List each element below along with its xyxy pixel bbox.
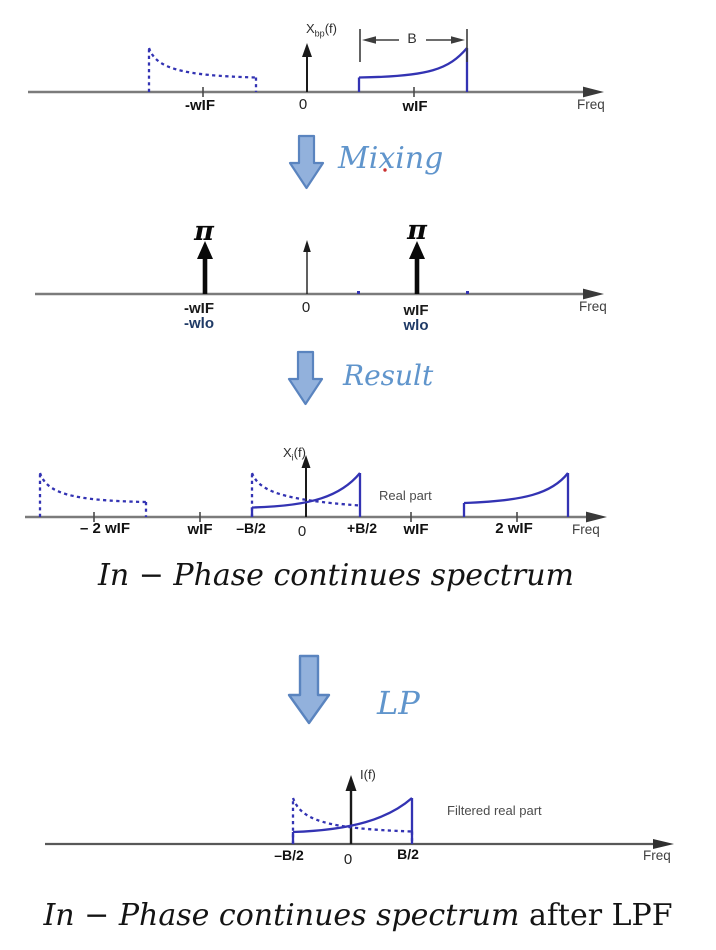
- plot3-vertical-axis-arrowhead: [301, 455, 311, 468]
- plot4-solid-component: [291, 797, 414, 844]
- plot1-bandwidth-bracket: [359, 29, 468, 62]
- bracket-right-arrowhead: [451, 36, 465, 44]
- plot3-2wif-label: 2 wIF: [495, 520, 533, 537]
- plot3-y-axis-label: Xi(f): [283, 445, 306, 463]
- plot3-negb2-label: –B/2: [236, 520, 266, 536]
- plot4-filtered-spectrum: [45, 775, 674, 849]
- plot1-neg-wif-label: -wIF: [185, 97, 215, 114]
- plot3-neg2wif-spectrum-dashed: [38, 472, 148, 517]
- plot4-vertical-axis-arrowhead: [345, 775, 357, 791]
- plot2-pos-impulse-labels: wIF wlo: [404, 303, 429, 333]
- plot4-freq-label: Freq: [643, 848, 671, 863]
- bracket-left-arrowhead: [362, 36, 376, 44]
- plot3-wif-left-label: wIF: [187, 521, 213, 538]
- plot4-dashed-component: [291, 797, 414, 844]
- spellcheck-dot: [383, 168, 387, 172]
- plot3-baseband-dashed-decay: [250, 472, 361, 507]
- plot1-neg-spectrum-decay-curve: [147, 47, 257, 79]
- plot1-origin-label: 0: [298, 96, 308, 113]
- plot1-pos-spectrum-rise-curve: [358, 47, 468, 79]
- plot3-axis-arrowhead: [586, 511, 607, 523]
- plot4-y-axis-label: I(f): [360, 767, 376, 782]
- plot3-freq-label: Freq: [572, 522, 600, 537]
- caption-inphase-after-lpf: In − Phase continues spectrum after LPF: [12, 900, 704, 932]
- plot3-ticks: [93, 512, 518, 522]
- plot2-freq-label: Freq: [579, 299, 607, 314]
- plot2-pi-left: π: [194, 216, 214, 247]
- plot4-dashed-decay: [291, 797, 413, 833]
- plot1-positive-spectrum-solid: [357, 47, 469, 92]
- plot2-neg-impulse-arrowhead: [197, 241, 213, 259]
- plot4-b2-label: B/2: [397, 846, 419, 862]
- plot3-neg2wif-label: – 2 wIF: [79, 520, 131, 537]
- plot3-posb2-label: +B/2: [347, 520, 377, 536]
- plot4-negb2-label: –B/2: [274, 847, 304, 863]
- plot2-vertical-axis-arrowhead: [303, 240, 311, 252]
- plot1-axis-arrowhead: [583, 86, 604, 98]
- lp-down-arrow: [287, 654, 331, 725]
- plot2-neg-wlo-label: -wlo: [184, 315, 214, 332]
- plot4-axis-arrowhead: [653, 839, 674, 849]
- result-step-label: Result: [343, 359, 434, 392]
- plot2-neg-wif-label: -wIF: [184, 300, 214, 317]
- plot2-origin-label: 0: [301, 299, 311, 316]
- mixing-step-label: Mixing: [338, 141, 444, 176]
- caption-inphase-spectrum: In − Phase continues spectrum: [98, 558, 574, 593]
- plot3-baseband-solid-rise: [251, 472, 361, 509]
- plot2-pi-right: π: [407, 215, 427, 246]
- plot2-mixing-impulses: [35, 240, 604, 300]
- plot3-wif-right-label: wIF: [403, 521, 429, 538]
- bandwidth-label: B: [407, 30, 417, 46]
- plot4-origin-label: 0: [343, 851, 353, 868]
- plot4-filtered-annotation: Filtered real part: [447, 803, 542, 818]
- result-down-arrow: [287, 350, 324, 406]
- lp-step-label: LP: [377, 684, 420, 722]
- plot2-axis-arrowhead: [583, 288, 604, 300]
- plot3-pos2wif-spectrum-solid: [462, 472, 570, 517]
- plot3-neg2wif-decay-curve: [38, 472, 147, 504]
- plot3-inphase-spectrum: [25, 455, 607, 523]
- plot1-pos-wif-label: wIF: [402, 98, 428, 115]
- plot2-pos-wif-label: wIF: [403, 302, 429, 319]
- axis-dot-artifact-left: [357, 291, 360, 294]
- plot2-pos-wlo-label: wlo: [403, 317, 429, 334]
- plot1-y-axis-label: Xbp(f): [306, 21, 337, 39]
- plot3-baseband-solid: [250, 472, 362, 517]
- plot3-real-part-annotation: Real part: [379, 488, 432, 503]
- plot2-pos-impulse-arrowhead: [409, 241, 425, 259]
- caption2-regular: after LPF: [519, 898, 673, 933]
- mixing-down-arrow: [288, 134, 325, 190]
- plot1-vertical-axis-arrowhead: [302, 43, 312, 57]
- plot1-bandpass-spectrum: [28, 29, 604, 98]
- plot4-solid-rise: [292, 797, 413, 834]
- plot3-pos2wif-rise-curve: [463, 472, 569, 505]
- plot2-neg-impulse-labels: -wIF -wlo: [184, 301, 214, 331]
- caption2-italic: In − Phase continues spectrum: [43, 898, 520, 933]
- plot1-freq-label: Freq: [577, 97, 605, 112]
- plot1-negative-spectrum-dashed: [147, 47, 258, 92]
- plot3-origin-label: 0: [297, 523, 307, 540]
- axis-dot-artifact-right: [466, 291, 469, 294]
